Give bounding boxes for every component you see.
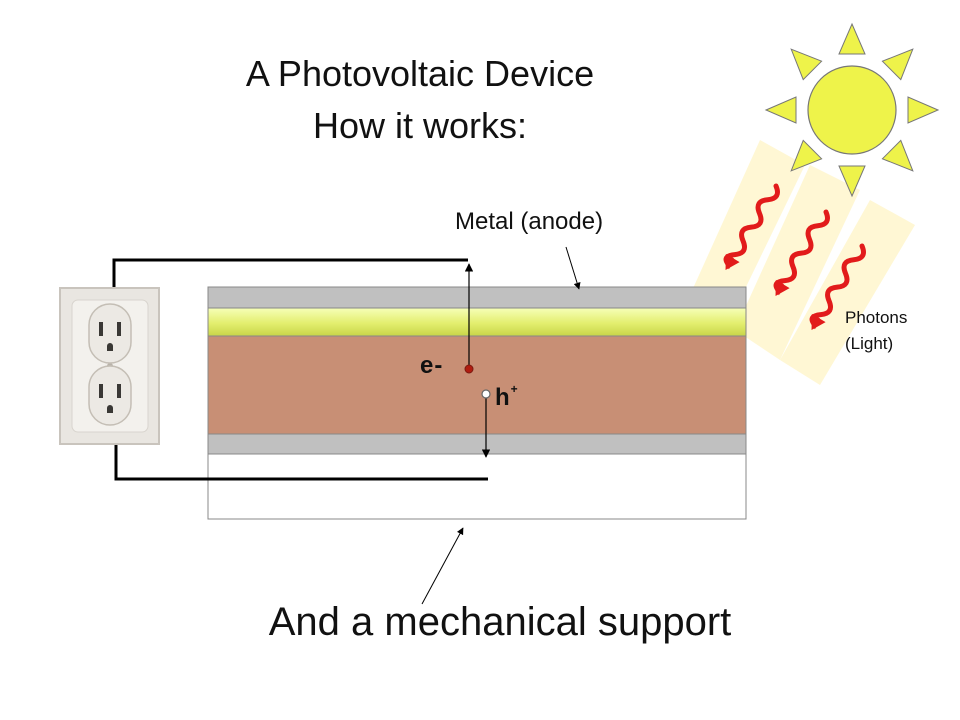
light-beam bbox=[780, 200, 915, 385]
top-wire bbox=[112, 258, 468, 292]
photon-arrow-2 bbox=[773, 209, 830, 297]
wall-outlet-icon bbox=[59, 287, 160, 445]
anode-pointer bbox=[565, 246, 581, 290]
support-label: And a mechanical support bbox=[268, 600, 732, 644]
bottom-wire bbox=[114, 445, 488, 481]
circuit-wires bbox=[112, 258, 488, 481]
support-pointer bbox=[421, 527, 464, 605]
diagram-subtitle: How it works: bbox=[312, 105, 528, 146]
diagram-title: A Photovoltaic Device bbox=[245, 53, 595, 94]
hole-label: h+ bbox=[495, 382, 518, 412]
photons-label: Photons (Light) bbox=[845, 305, 907, 357]
photon-arrow-3 bbox=[809, 243, 866, 331]
photons-label-line-1: Photons bbox=[845, 308, 908, 327]
support-layer bbox=[207, 451, 747, 520]
outlet-receptacle bbox=[88, 365, 132, 426]
photon-arrows bbox=[723, 183, 866, 331]
pv-device bbox=[207, 286, 747, 520]
hole-dot bbox=[481, 389, 491, 399]
hole-charge: + bbox=[510, 382, 518, 396]
electron-dot bbox=[464, 364, 474, 374]
transparent-layer bbox=[207, 307, 747, 337]
metal-anode-layer bbox=[207, 286, 747, 309]
electron-label: e- bbox=[420, 352, 444, 379]
outlet-receptacle bbox=[88, 303, 132, 364]
absorber-layer bbox=[207, 333, 747, 435]
photons-label-line-2: (Light) bbox=[845, 334, 894, 353]
sun-icon bbox=[764, 22, 940, 198]
anode-label: Metal (anode) bbox=[455, 208, 604, 235]
photon-arrow-1 bbox=[723, 183, 780, 271]
hole-symbol: h bbox=[495, 384, 510, 411]
metal-bottom-layer bbox=[207, 433, 747, 455]
